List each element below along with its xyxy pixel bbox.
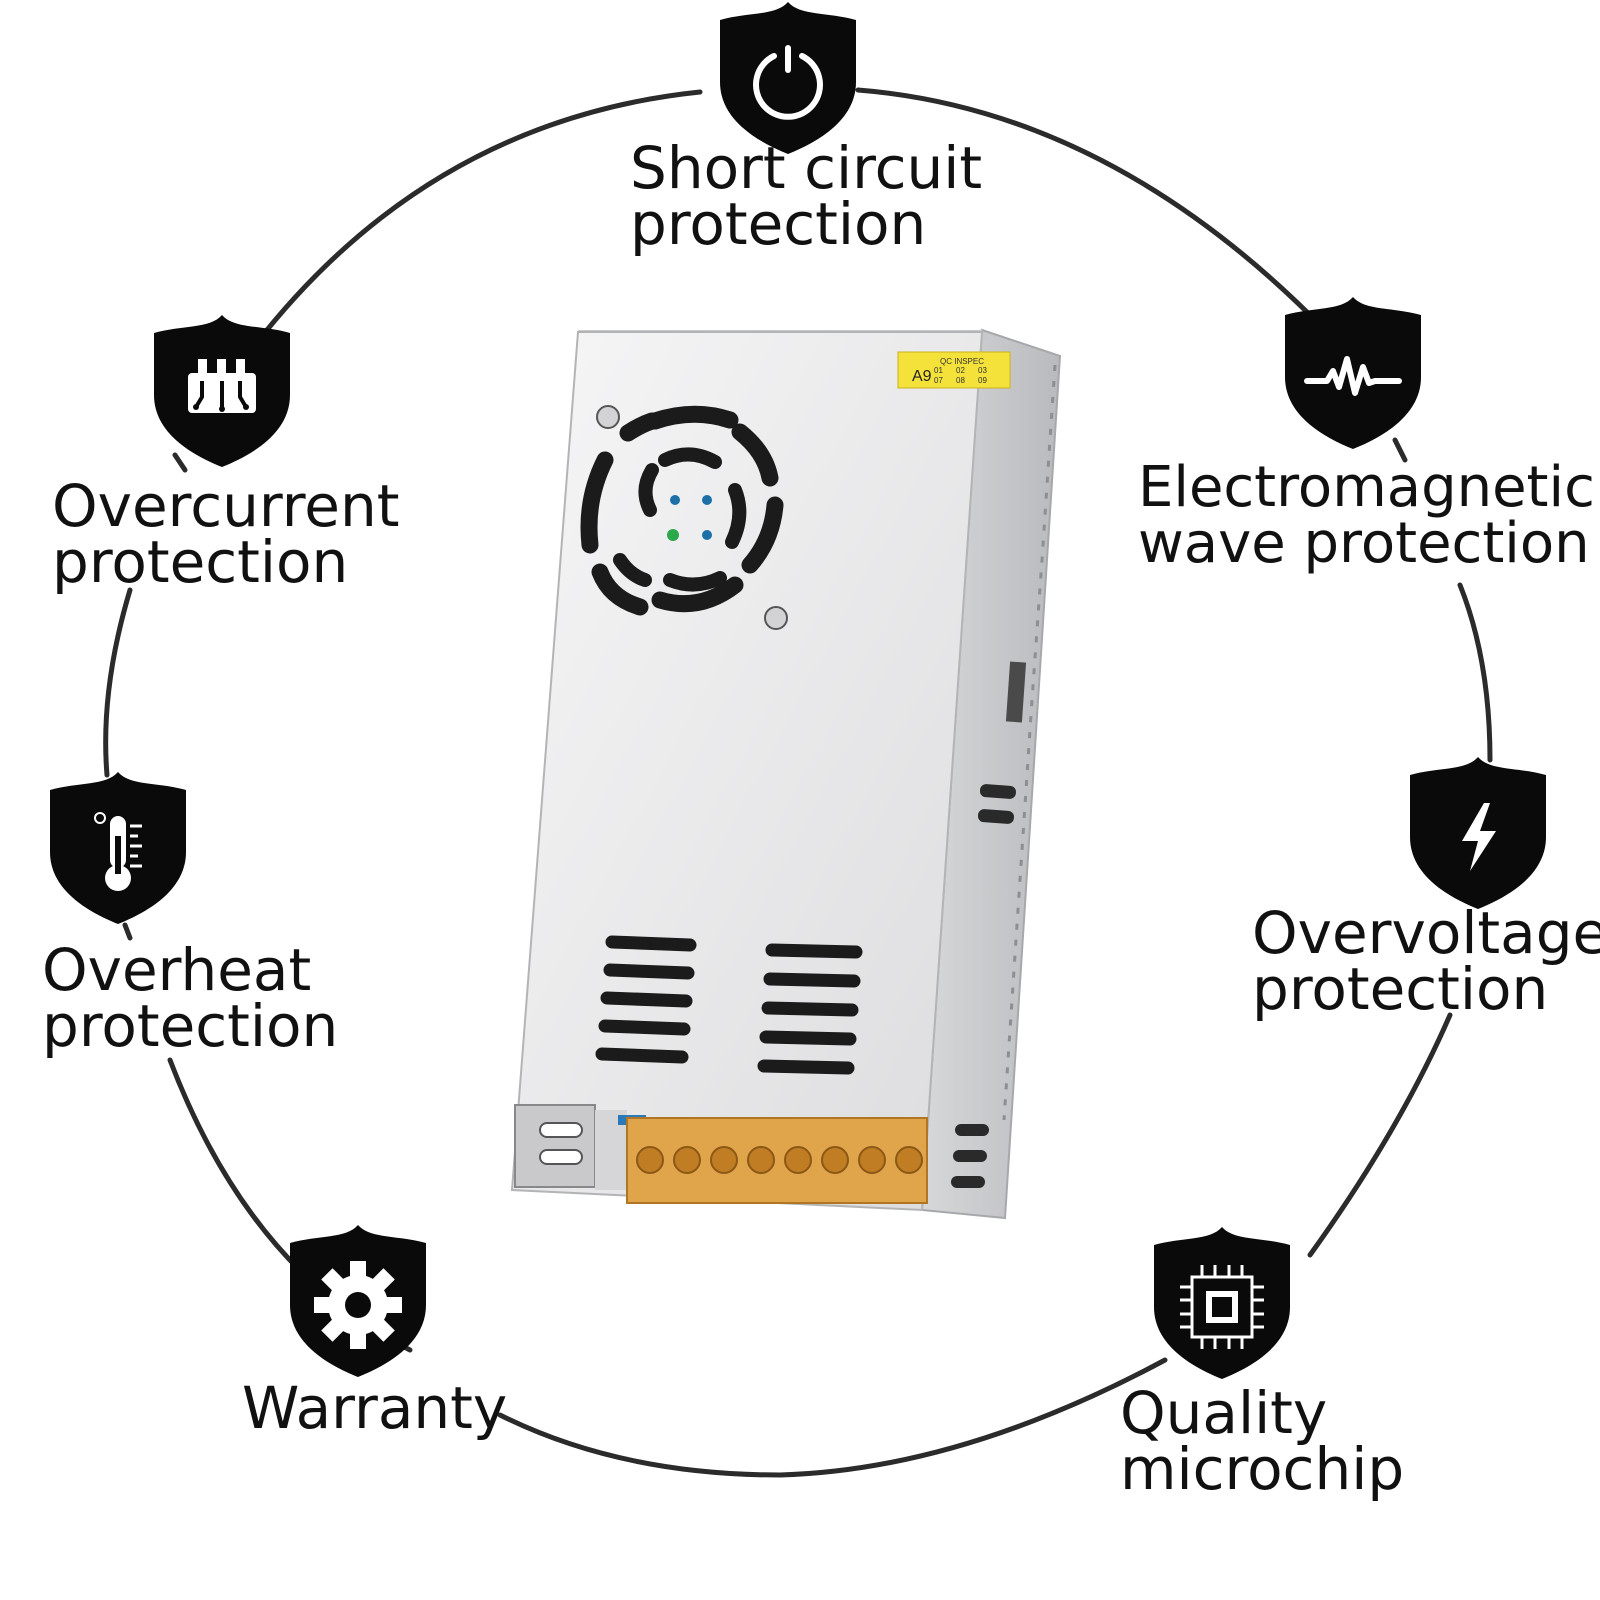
side-vents	[951, 784, 1016, 1188]
ring-segment	[855, 87, 1328, 333]
label-overvoltage: Overvoltage protection	[1252, 899, 1600, 1023]
qc-sticker: A9 QC INSPEC 01 02 03 07 08 09	[897, 351, 1011, 389]
lightning-bolt-icon	[1462, 803, 1496, 871]
circuit-board-icon	[188, 359, 256, 413]
badge-overcurrent	[154, 315, 290, 467]
case-front-panel	[510, 331, 984, 1212]
label-overheat: Overheat protection	[42, 936, 339, 1060]
label-warranty: Warranty	[242, 1374, 508, 1442]
thermometer-icon	[94, 812, 142, 891]
sticker-cell: 07	[934, 376, 943, 385]
label-line: protection	[630, 190, 927, 258]
terminal-screw	[784, 1146, 812, 1174]
label-quality: Quality microchip	[1120, 1379, 1405, 1503]
label-line: microchip	[1120, 1435, 1405, 1503]
terminal-screw	[747, 1146, 775, 1174]
terminal-screw	[858, 1146, 886, 1174]
label-line: protection	[52, 528, 349, 596]
terminal-screw	[895, 1146, 923, 1174]
ring-segment	[497, 1357, 1168, 1478]
ring-segment	[103, 587, 133, 778]
terminal-screw	[710, 1146, 738, 1174]
badge-warranty	[290, 1225, 426, 1377]
badge-electromagnetic	[1285, 297, 1421, 449]
ring-segment	[1392, 437, 1408, 463]
label-overcurrent: Overcurrent protection	[52, 472, 400, 596]
terminal-screw	[821, 1146, 849, 1174]
ring-segment	[252, 89, 703, 348]
front-vents	[595, 935, 863, 1075]
label-line: Electromagnetic	[1138, 455, 1595, 520]
sticker-cell: 09	[978, 376, 987, 385]
sticker-header: QC INSPEC	[940, 357, 984, 366]
ring-segment	[1457, 582, 1493, 763]
label-line: Overvoltage	[1252, 899, 1600, 967]
label-line: protection	[1252, 955, 1549, 1023]
label-line: Overheat	[42, 936, 312, 1004]
badge-overheat	[50, 772, 186, 924]
terminal-screw	[636, 1146, 664, 1174]
sticker-code: A9	[912, 368, 932, 385]
gear-icon	[314, 1261, 402, 1349]
side-switch	[1005, 661, 1027, 723]
screw	[764, 606, 788, 630]
label-line: Overcurrent	[52, 472, 400, 540]
fan-grille	[580, 405, 784, 616]
label-line: wave protection	[1138, 511, 1590, 576]
badge-overvoltage	[1410, 757, 1546, 909]
label-line: Short circuit	[630, 134, 983, 202]
sticker-cell: 01	[934, 366, 943, 375]
sticker-cells: 01 02 03 07 08 09	[934, 366, 987, 385]
power-supply-image: A9 QC INSPEC 01 02 03 07 08 09	[510, 328, 1062, 1220]
sticker-cell: 03	[978, 366, 987, 375]
label-line: Quality	[1120, 1379, 1328, 1447]
label-electromagnetic: Electromagnetic wave protection	[1138, 460, 1595, 572]
badge-quality	[1154, 1227, 1290, 1379]
terminal-block	[514, 1104, 928, 1204]
ring-segment	[172, 452, 188, 473]
microchip-icon	[1180, 1265, 1264, 1349]
screw	[596, 405, 620, 429]
ring-segment	[122, 922, 133, 941]
label-short-circuit: Short circuit protection	[630, 134, 983, 258]
waveform-icon	[1304, 356, 1402, 396]
label-line: Warranty	[242, 1374, 508, 1442]
fan-leds	[667, 495, 712, 541]
ring-segment	[1307, 1012, 1453, 1258]
power-icon	[753, 45, 823, 120]
badge-short-circuit	[720, 2, 856, 154]
terminal-screw	[673, 1146, 701, 1174]
label-line: protection	[42, 992, 339, 1060]
sticker-cell: 08	[956, 376, 965, 385]
terminal-screws	[636, 1146, 923, 1174]
sticker-cell: 02	[956, 366, 965, 375]
